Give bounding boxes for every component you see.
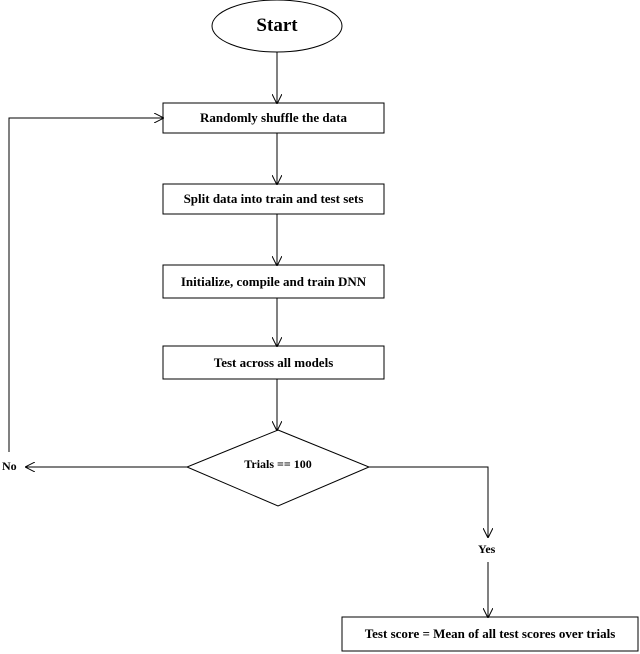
end-label: Test score = Mean of all test scores ove… [364, 626, 616, 641]
step-box-test [162, 345, 385, 380]
decision-label: Trials == 100 [244, 456, 312, 471]
loop-back-line [8, 118, 163, 452]
arrow-decision-to-yes [369, 466, 488, 537]
end-box [341, 616, 639, 652]
step-box-split [162, 183, 385, 215]
step-label-split: Split data into train and test sets [183, 191, 364, 206]
decision-diamond [185, 429, 371, 507]
start-label: Start [256, 15, 298, 36]
step-label-shuffle: Randomly shuffle the data [200, 110, 347, 125]
step-box-train [162, 264, 385, 299]
step-box-shuffle [162, 102, 385, 134]
branch-no-label: No [2, 459, 17, 473]
step-label-train: Initialize, compile and train DNN [180, 273, 367, 289]
step-label-test: Test across all models [213, 354, 334, 370]
branch-yes-label: Yes [478, 542, 496, 556]
